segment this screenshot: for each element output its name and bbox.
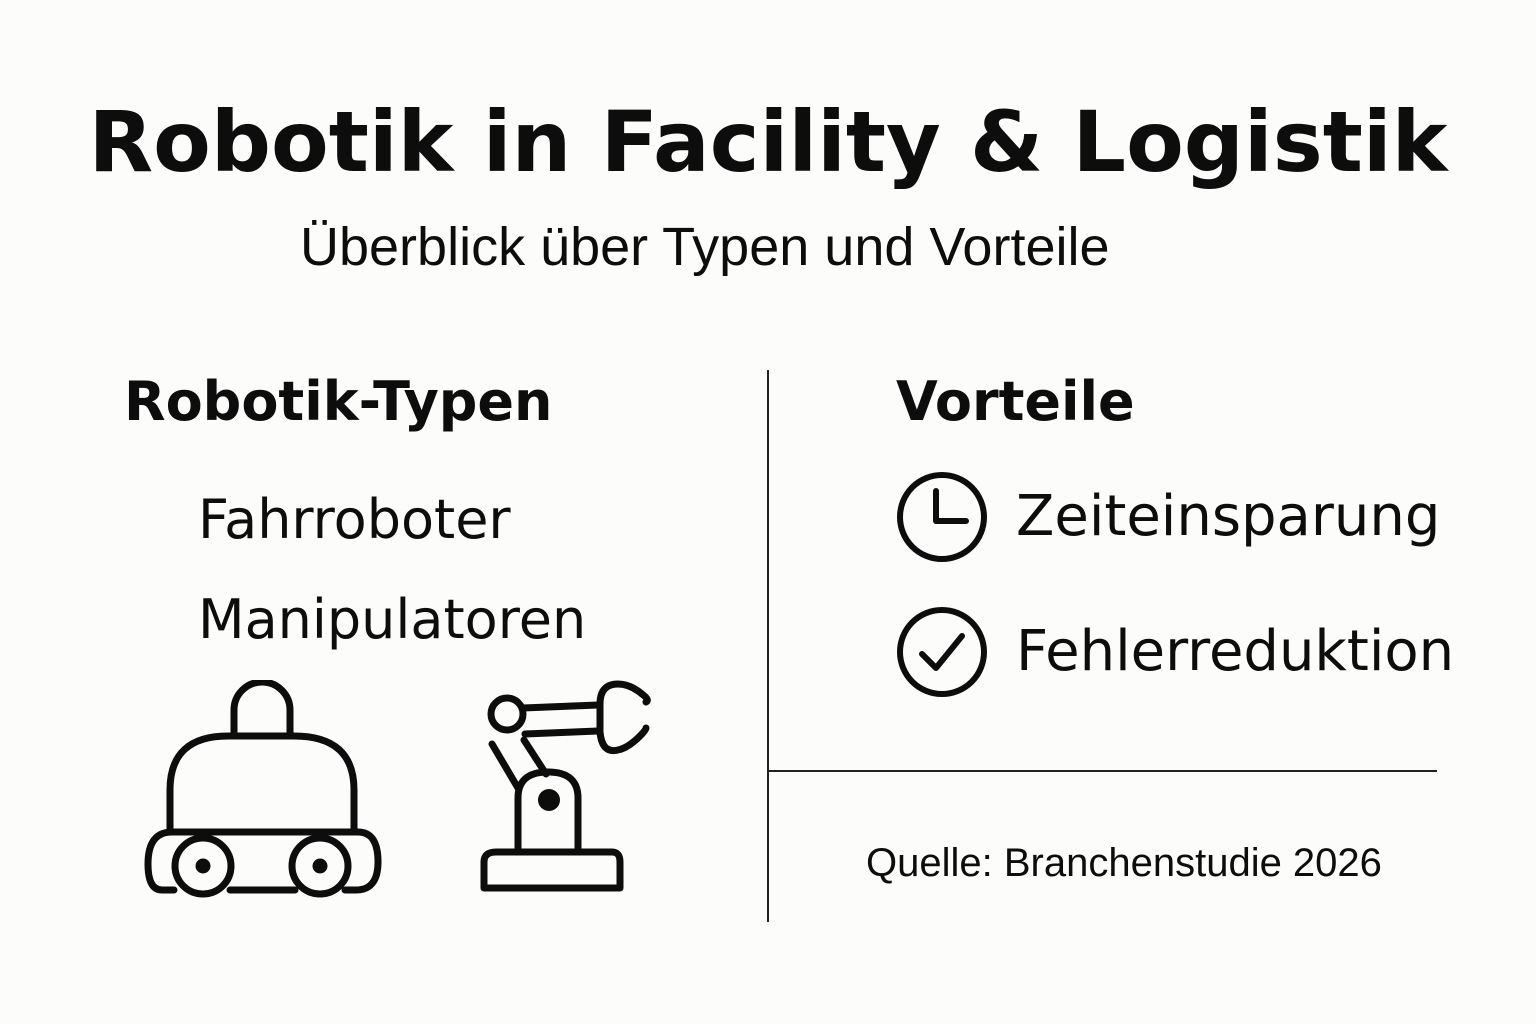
horizontal-divider — [768, 770, 1437, 772]
type-item-manipulatoren: Manipulatoren — [198, 588, 587, 651]
benefit-label: Fehlerreduktion — [1016, 619, 1455, 684]
vertical-divider — [767, 370, 769, 922]
benefit-item-zeiteinsparung: Zeiteinsparung — [896, 471, 1440, 563]
type-item-fahrroboter: Fahrroboter — [198, 488, 511, 551]
benefit-item-fehlerreduktion: Fehlerreduktion — [896, 606, 1454, 698]
check-circle-icon — [896, 606, 988, 698]
robot-types-heading: Robotik-Typen — [124, 370, 553, 433]
benefits-heading: Vorteile — [896, 370, 1135, 433]
page-subtitle: Überblick über Typen und Vorteile — [300, 217, 1110, 277]
robot-arm-icon — [470, 676, 660, 896]
page-title: Robotik in Facility & Logistik — [88, 93, 1448, 191]
benefit-label: Zeiteinsparung — [1016, 484, 1441, 549]
mobile-robot-icon — [140, 680, 390, 900]
source-note: Quelle: Branchenstudie 2026 — [866, 841, 1382, 885]
clock-icon — [896, 471, 988, 563]
